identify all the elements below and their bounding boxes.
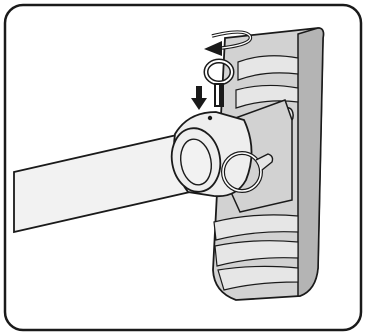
assembly-illustration bbox=[0, 0, 366, 335]
